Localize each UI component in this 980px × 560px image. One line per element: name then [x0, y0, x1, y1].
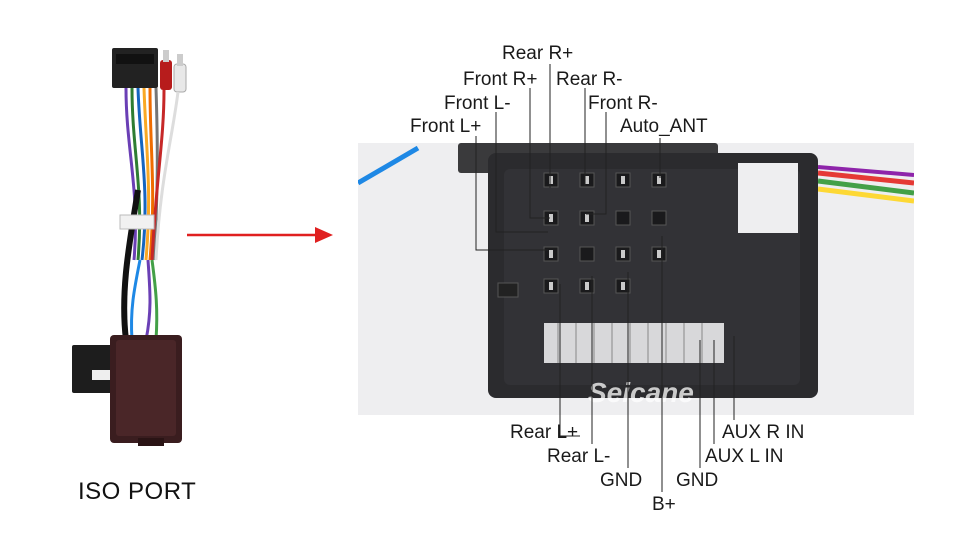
- wiring-harness-photo: [72, 48, 187, 446]
- label-gnd-2: GND: [676, 470, 719, 491]
- label-auto-ant: Auto_ANT: [620, 116, 708, 137]
- label-front-r-plus: Front R+: [463, 69, 538, 90]
- arrow-right-icon: [187, 227, 333, 243]
- label-aux-l-in: AUX L IN: [705, 446, 784, 467]
- label-gnd-1: GND: [600, 470, 643, 491]
- label-rear-r-minus: Rear R-: [556, 69, 623, 90]
- watermark: Seicane: [588, 377, 694, 408]
- leader-front-r-plus: [529, 88, 550, 219]
- label-front-r-minus: Front R-: [588, 93, 658, 114]
- leader-front-r-minus: [586, 112, 607, 215]
- leader-front-l-plus: [475, 136, 548, 251]
- label-rear-r-plus: Rear R+: [502, 43, 574, 64]
- leader-rear-l-plus: [559, 284, 580, 437]
- label-front-l-plus: Front L+: [410, 116, 482, 137]
- label-aux-r-in: AUX R IN: [722, 422, 805, 443]
- label-rear-l-minus: Rear L-: [547, 446, 611, 467]
- label-front-l-minus: Front L-: [444, 93, 511, 114]
- label-rear-l-plus: Rear L+: [510, 422, 579, 443]
- label-b-plus: B+: [652, 494, 676, 515]
- iso-connector-photo: [358, 143, 914, 398]
- leader-front-l-minus: [495, 112, 548, 233]
- caption-iso-port: ISO PORT: [78, 478, 197, 505]
